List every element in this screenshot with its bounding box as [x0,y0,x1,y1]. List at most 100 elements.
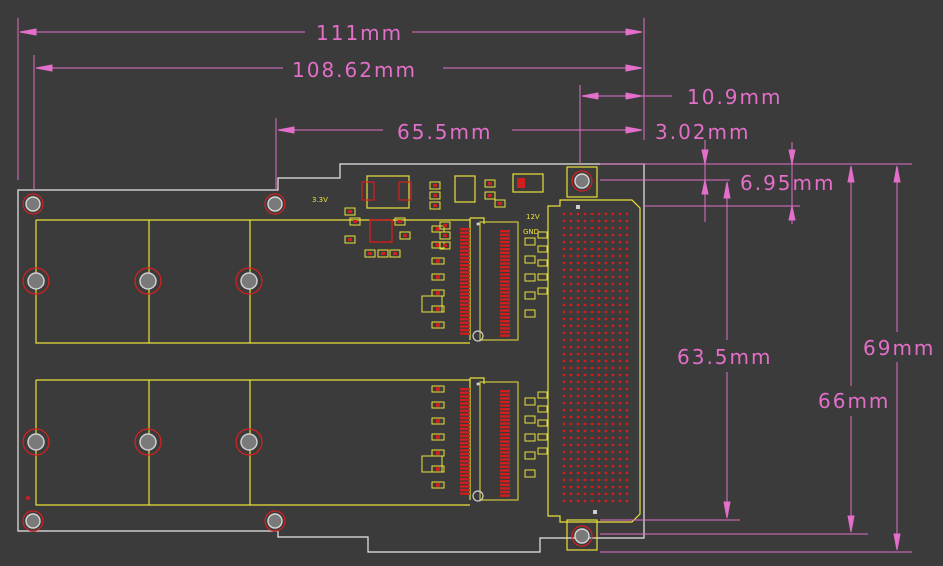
connector-pin [618,247,622,251]
connector-pin [576,282,580,286]
connector-pin [611,366,615,370]
connector-pin [576,296,580,300]
connector-pin [597,240,601,244]
connector-pin [576,219,580,223]
connector-pin [569,296,573,300]
m2-pad [460,402,470,405]
m2-pad [460,460,470,463]
connector-pin [576,471,580,475]
pin-marker [576,205,580,209]
connector-pin [604,394,608,398]
connector-pin [583,268,587,272]
connector-pin [611,317,615,321]
connector-pin [583,478,587,482]
m2-pad [460,427,470,430]
connector-pin [590,387,594,391]
connector-pin [625,485,629,489]
m2-pad [460,474,470,477]
connector-pin [576,254,580,258]
m2-pad [500,233,510,236]
connector-pin [611,254,615,258]
resistor-pad [436,243,440,247]
m2-standoff [472,330,484,342]
connector-pin [618,499,622,503]
connector-pin [583,359,587,363]
connector-pin [611,324,615,328]
m2-marker [476,382,480,386]
connector-pin [590,282,594,286]
m2-pad [500,248,510,251]
connector-pin [618,492,622,496]
resistor [431,417,445,425]
connector-pin [618,338,622,342]
m2-pad [500,422,510,425]
capacitor [524,451,536,460]
m2-pad [500,458,510,461]
component-cluster [26,173,544,500]
connector-pin [590,464,594,468]
m2-pad [460,264,470,267]
smd-part [344,207,356,216]
connector-pin [583,233,587,237]
connector-pin [583,366,587,370]
m2-pad [500,390,510,393]
dim-offset-d: 6.95mm [740,171,836,195]
connector-pin [562,289,566,293]
connector-pin [583,415,587,419]
connector-pin [590,373,594,377]
smd-part [429,201,441,210]
m2-pad [460,391,470,394]
connector-pin [590,380,594,384]
smd-pad [488,194,492,197]
connector-pin [604,401,608,405]
connector-pin [611,499,615,503]
connector-pin [562,296,566,300]
connector-pin [590,492,594,496]
connector-pin [569,492,573,496]
connector-pin [569,338,573,342]
connector-pin [625,401,629,405]
connector-pin [618,457,622,461]
connector-pin [611,219,615,223]
connector-pin [583,240,587,244]
capacitor [537,259,548,267]
connector-pin [597,366,601,370]
connector-pin [597,219,601,223]
connector-pin [562,408,566,412]
smd-part [377,249,389,258]
resistor-pad [436,435,440,439]
connector-pin [576,366,580,370]
mounting-hole-drill [25,196,41,212]
connector-pin [597,317,601,321]
m2-pad [460,310,470,314]
connector-pin [569,331,573,335]
connector-pin [597,331,601,335]
connector-pin [611,338,615,342]
connector-pin [618,429,622,433]
connector-pin [583,261,587,265]
connector-pin [625,352,629,356]
connector-pin [583,338,587,342]
smd-pad [393,252,397,255]
resistor-pad [436,451,440,455]
m2-body [479,221,519,341]
connector-pin [597,387,601,391]
connector-pin [618,373,622,377]
connector-pin [583,436,587,440]
connector-pin [625,499,629,503]
m2-pad [500,255,510,258]
connector-pin [625,394,629,398]
connector-pin [625,289,629,293]
connector-pin [562,338,566,342]
mounting-hole-drill [574,528,590,544]
capacitor [537,433,548,441]
connector-pin [604,317,608,321]
connector-pin [576,422,580,426]
m2-pad [500,408,510,411]
m2-pad [500,411,510,414]
connector-pin [576,359,580,363]
regulator-pad [361,181,375,201]
connector-pin [611,226,615,230]
